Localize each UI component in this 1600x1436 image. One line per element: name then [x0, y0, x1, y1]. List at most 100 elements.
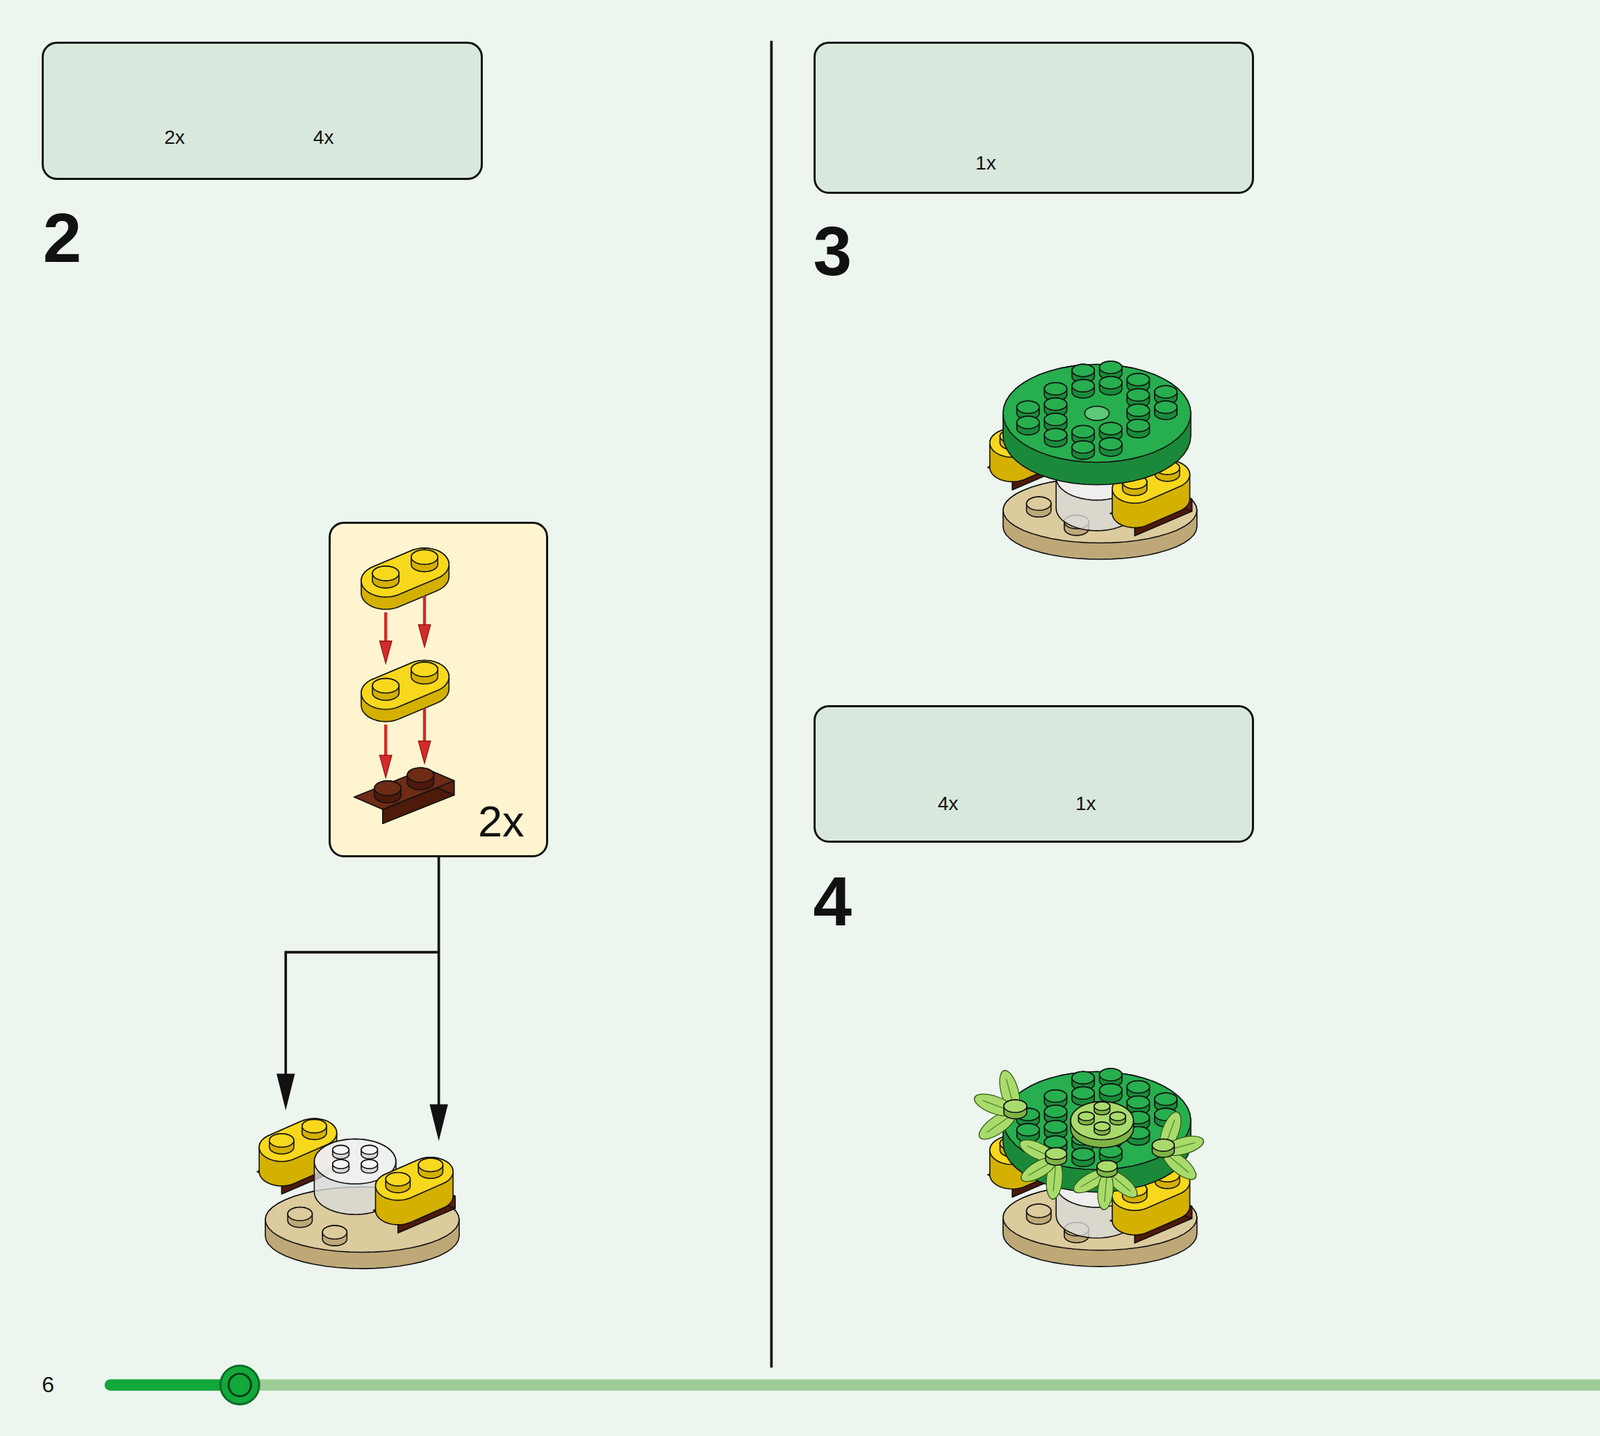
assembly-step-2 — [257, 1118, 460, 1269]
assembly-step-3 — [987, 361, 1198, 560]
green-stud — [1044, 1120, 1067, 1134]
green-round-plate — [1003, 364, 1191, 463]
column-divider — [770, 40, 774, 1368]
assembly-arrow — [423, 708, 426, 746]
assembly-arrowhead — [379, 641, 392, 664]
quantity-label: 2x — [163, 127, 185, 148]
clear-stud — [361, 1159, 378, 1173]
brown-plate-stud — [374, 780, 401, 804]
leaf-stud — [1045, 1147, 1067, 1160]
lime-stud — [1078, 1112, 1095, 1126]
lime-round-plate — [1070, 1101, 1134, 1141]
green-stud — [1044, 1135, 1067, 1149]
lime-stud — [1094, 1122, 1111, 1131]
green-stud — [1017, 1123, 1040, 1143]
assembly-arrow — [384, 724, 387, 760]
base-stud — [1026, 496, 1052, 510]
brown-plate — [354, 768, 455, 810]
clear-stud — [332, 1145, 350, 1159]
green-stud — [1044, 382, 1067, 396]
yellow-plate-stud — [411, 549, 438, 572]
assembly-arrowhead — [418, 741, 431, 764]
green-stud — [1099, 437, 1123, 451]
yellow-plate-stud — [418, 1158, 443, 1179]
green-stud — [1044, 1090, 1067, 1103]
green-stud — [1126, 419, 1150, 433]
green-stud — [1126, 389, 1150, 402]
lime-stud — [1094, 1101, 1111, 1111]
parts-list-box: 4x1x — [813, 705, 1255, 843]
assembly-arrowhead — [379, 755, 392, 778]
step-number: 4 — [813, 866, 853, 936]
clear-stud — [361, 1145, 378, 1159]
leaf-stud — [1003, 1099, 1027, 1113]
green-stud — [1071, 379, 1095, 399]
green-stud — [1099, 1083, 1123, 1103]
progress-knob-ring — [228, 1373, 251, 1396]
center-hole — [1084, 406, 1109, 422]
green-stud — [1126, 1081, 1150, 1094]
base-stud — [322, 1225, 347, 1246]
yellow-plate-stud — [385, 1172, 410, 1193]
yellow-plate-stud — [385, 1172, 410, 1186]
arrowhead — [276, 1073, 295, 1111]
green-round-plate — [1003, 364, 1191, 485]
green-stud — [1044, 428, 1067, 442]
yellow-plate-stud — [302, 1119, 327, 1140]
green-stud — [1071, 425, 1095, 438]
figures — [110, 40, 1600, 1405]
lime-round-plate — [1070, 1101, 1134, 1148]
green-stud — [1099, 1068, 1123, 1082]
green-stud — [1126, 419, 1150, 439]
yellow-plate-stud — [372, 678, 399, 693]
base-stud — [1026, 1203, 1052, 1225]
brown-plate-stud — [407, 767, 434, 783]
yellow-plate — [375, 1157, 454, 1225]
step-number: 2 — [43, 202, 82, 273]
parts-list-box: 1x — [813, 41, 1255, 194]
clear-stud — [332, 1159, 350, 1169]
base-stud — [1026, 1203, 1052, 1218]
green-stud — [1044, 428, 1067, 448]
green-stud — [1154, 385, 1177, 399]
green-stud — [1044, 1105, 1067, 1118]
quantity-label: 4x — [313, 127, 335, 148]
green-stud — [1126, 373, 1150, 387]
quantity-label: 1x — [975, 153, 997, 173]
green-stud — [1017, 416, 1040, 429]
lime-stud — [1110, 1112, 1127, 1126]
leaf-stud — [1003, 1099, 1027, 1119]
yellow-plate-stud — [269, 1133, 294, 1154]
green-stud — [1099, 376, 1123, 390]
green-stud — [1044, 398, 1067, 411]
yellow-plate-stud — [302, 1119, 327, 1133]
brown-plate — [382, 780, 455, 824]
step-number: 3 — [813, 216, 853, 286]
green-stud — [1126, 404, 1150, 417]
yellow-plate-stud — [269, 1133, 294, 1148]
clear-stud — [361, 1145, 378, 1155]
clear-stud — [361, 1159, 378, 1169]
sub-assembly-callout: 2x — [328, 521, 549, 858]
green-stud — [1099, 361, 1123, 374]
yellow-plate-stud — [411, 662, 438, 677]
page-number: 6 — [41, 1373, 55, 1396]
leaf-stud — [1097, 1160, 1118, 1178]
yellow-plate-stud — [372, 678, 399, 701]
green-stud — [1154, 400, 1177, 420]
green-stud — [1044, 413, 1067, 426]
base-stud — [1026, 496, 1052, 517]
assembly-arrow — [423, 596, 426, 629]
progress-knob — [220, 1365, 260, 1405]
green-stud — [1071, 1148, 1095, 1168]
yellow-plate-stud — [372, 566, 399, 589]
brown-plate-stud — [407, 767, 434, 790]
assembly-step-4 — [971, 1068, 1207, 1267]
green-stud — [1099, 1083, 1123, 1097]
green-stud — [1099, 376, 1123, 396]
green-stud — [1071, 1071, 1095, 1084]
base-stud — [287, 1207, 312, 1221]
